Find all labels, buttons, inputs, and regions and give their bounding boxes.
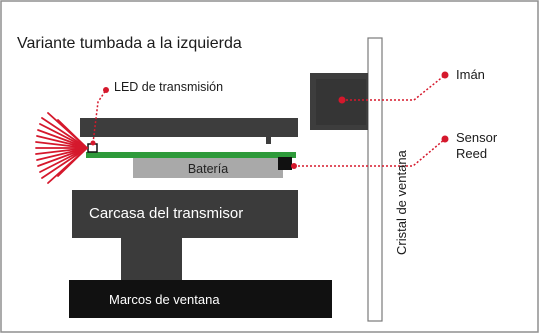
callout-magnet [338,71,449,104]
window-glass [367,37,383,322]
window-frame-bar [69,280,332,318]
callout-led [90,87,109,146]
label-window-frame: Marcos de ventana [109,292,220,307]
lid-peg [266,137,271,144]
circuit-board [86,152,296,158]
label-battery: Batería [187,162,229,176]
label-sensor-line2: Reed [456,146,488,161]
battery [133,157,283,178]
diagram-title: Variante tumbada a la izquierda [17,35,242,52]
label-magnet: Imán [456,67,485,82]
led-light-rays [35,112,88,184]
label-window-glass: Cristal de ventana [394,150,409,255]
label-housing: Carcasa del transmisor [89,205,244,222]
callout-sensor [291,135,449,169]
reed-sensor [278,157,292,170]
transmitter-housing [72,190,298,280]
housing-lid [80,118,298,137]
label-led: LED de transmisión [114,80,224,94]
label-sensor-line1: Sensor [456,130,498,145]
